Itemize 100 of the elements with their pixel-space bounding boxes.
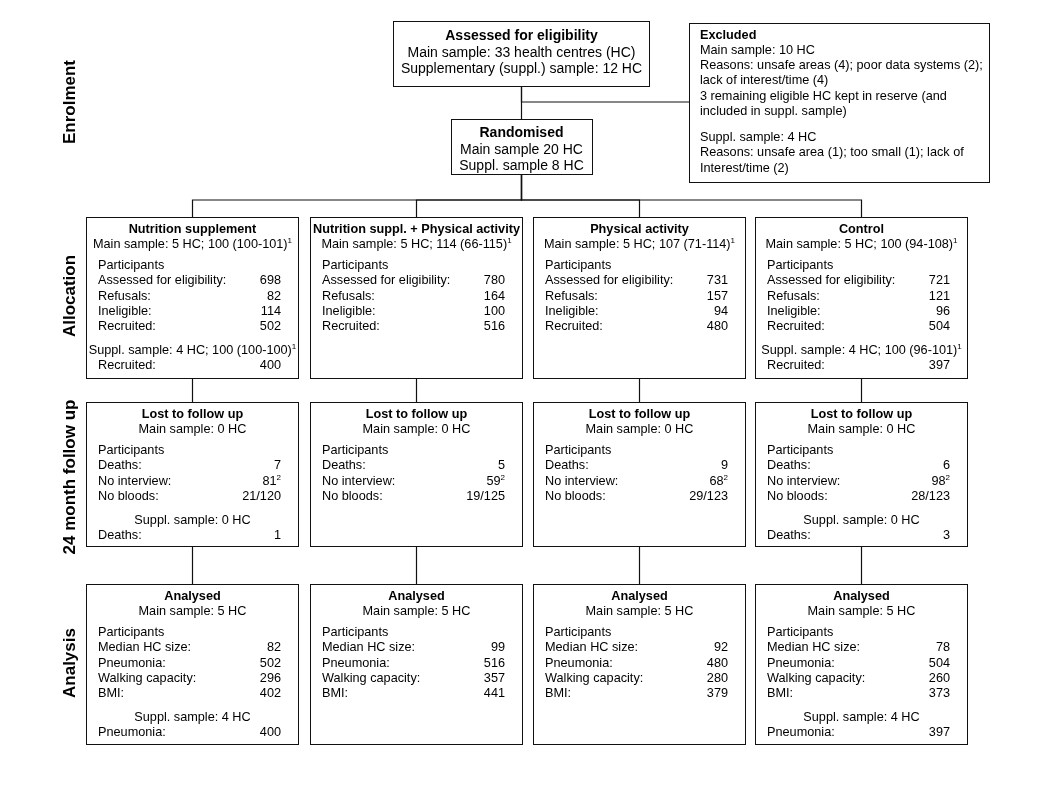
row-value: 29/123: [689, 488, 728, 505]
row-label: Assessed for eligibility:: [322, 273, 451, 289]
row-label: Deaths:: [98, 458, 142, 474]
text-line: Participants: [767, 625, 834, 641]
row-value: 260: [928, 670, 950, 687]
text-line: Main sample: 5 HC; 100 (100-101)$^{1}$: [92, 237, 293, 253]
connector-line: [415, 546, 418, 585]
text-line: Participants: [98, 258, 165, 274]
row-label: Ineligible:: [322, 303, 376, 320]
flow-box: [86, 402, 299, 547]
row-label: Recruited:: [767, 358, 825, 374]
text-line: Main sample: 5 HC; 114 (66-115)$^{1}$: [321, 237, 512, 253]
text-line: Suppl. sample: 4 HC: [134, 710, 251, 726]
row-label: No interview:: [545, 473, 619, 489]
row-value: 21/120: [242, 488, 281, 505]
box-title: Control: [838, 222, 885, 238]
box-title: Analysed: [611, 589, 668, 605]
row-value: 96: [935, 303, 950, 320]
box-title: Analysed: [388, 589, 445, 605]
text-line: Suppl. sample 8 HC: [459, 157, 584, 174]
text-line: Reasons: unsafe areas (4); poor data systems (2); lack of interest/time (4): [700, 58, 984, 89]
row-value: 68$^{2}$: [709, 473, 728, 489]
row-value: 157: [706, 288, 728, 304]
flow-box: [310, 402, 523, 547]
row-value: 397: [928, 358, 950, 374]
row-label: Pneumonia:: [767, 655, 835, 671]
connector-line: [191, 546, 194, 585]
row-label: Ineligible:: [98, 303, 152, 320]
text-line: Main sample: 5 HC; 100 (94-108)$^{1}$: [765, 237, 958, 253]
row-label: BMI:: [767, 686, 794, 702]
row-label: Refusals:: [322, 288, 375, 304]
box-title: Analysed: [833, 589, 890, 605]
row-label: Recruited:: [767, 319, 825, 335]
row-value: 516: [483, 319, 505, 335]
text-line: Participants: [767, 258, 834, 274]
flow-box: [533, 402, 746, 547]
row-value: 9: [720, 458, 728, 474]
text-line: Participants: [322, 625, 389, 641]
text-line: Suppl. sample: 4 HC; 100 (96-101)$^{1}$: [761, 343, 962, 359]
row-label: Assessed for eligibility:: [545, 273, 674, 289]
row-label: Deaths:: [98, 528, 142, 544]
row-value: 400: [259, 358, 281, 374]
section-label: Analysis: [60, 628, 80, 698]
text-line: Main sample: 33 health centres (HC): [407, 43, 636, 61]
row-value: 280: [706, 670, 728, 687]
row-label: Ineligible:: [767, 303, 821, 320]
text-line: Main sample: 5 HC: [362, 604, 471, 620]
row-label: Deaths:: [767, 528, 811, 544]
row-label: Pneumonia:: [98, 655, 166, 671]
row-label: Walking capacity:: [322, 670, 421, 687]
connector-line: [520, 174, 863, 218]
row-value: 19/125: [466, 488, 505, 505]
text-line: Participants: [767, 443, 834, 459]
box-title: Analysed: [164, 589, 221, 605]
row-label: No bloods:: [767, 488, 828, 505]
row-value: 379: [706, 686, 728, 702]
text-line: Participants: [545, 443, 612, 459]
text-line: Suppl. sample: 4 HC: [700, 130, 817, 146]
box-title: Lost to follow up: [141, 407, 244, 423]
row-label: Deaths:: [767, 458, 811, 474]
row-label: No interview:: [767, 473, 841, 489]
row-label: Walking capacity:: [545, 670, 644, 687]
box-title: Lost to follow up: [365, 407, 468, 423]
row-value: 92: [713, 640, 728, 656]
row-label: Assessed for eligibility:: [767, 273, 896, 289]
text-line: 3 remaining eligible HC kept in reserve (and included in suppl. sample): [700, 88, 948, 120]
row-value: 504: [928, 655, 950, 671]
row-label: No bloods:: [98, 488, 159, 505]
text-line: Main sample: 5 HC: [585, 604, 694, 620]
box-title: Nutrition suppl. + Physical activity: [313, 222, 520, 238]
box-title: Excluded: [700, 27, 757, 43]
text-line: Participants: [98, 443, 165, 459]
text-line: Main sample: 5 HC: [807, 604, 916, 620]
row-value: 78: [935, 640, 950, 656]
connector-line: [638, 378, 641, 403]
flow-box: [86, 584, 299, 745]
text-line: Suppl. sample: 4 HC: [803, 710, 920, 726]
row-label: Refusals:: [98, 288, 151, 304]
row-label: Deaths:: [545, 458, 589, 474]
row-value: 82: [266, 640, 281, 656]
box-title: Lost to follow up: [588, 407, 691, 423]
box-title: Physical activity: [590, 222, 689, 238]
row-label: Pneumonia:: [545, 655, 613, 671]
row-value: 516: [483, 655, 505, 671]
row-value: 721: [928, 273, 950, 289]
row-label: Pneumonia:: [322, 655, 390, 671]
row-label: Median HC size:: [322, 640, 416, 656]
row-value: 373: [928, 686, 950, 702]
section-label: Enrolment: [60, 59, 80, 144]
row-label: No interview:: [98, 473, 172, 489]
box-title: Lost to follow up: [810, 407, 913, 423]
row-value: 480: [706, 319, 728, 335]
text-line: Participants: [322, 258, 389, 274]
row-value: 114: [260, 303, 281, 320]
text-line: Main sample: 0 HC: [362, 422, 471, 438]
row-label: BMI:: [322, 686, 349, 702]
section-label: Allocation: [60, 254, 80, 338]
row-value: 504: [928, 319, 950, 335]
connector-line: [860, 546, 863, 585]
connector-line: [860, 378, 863, 403]
